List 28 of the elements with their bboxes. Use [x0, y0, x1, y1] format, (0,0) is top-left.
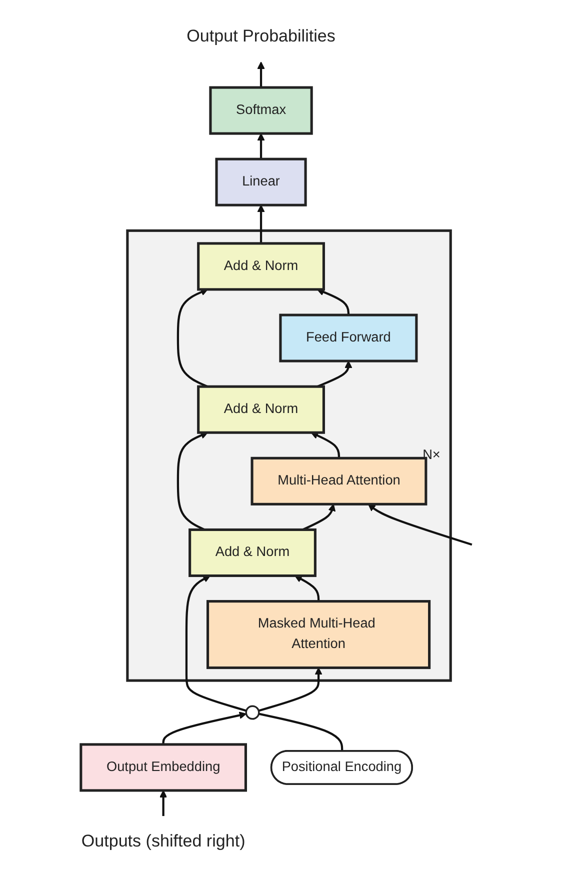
arrow: [258, 667, 322, 712]
node-text: Outputs (shifted right): [80, 832, 245, 851]
node-box: Add & Norm: [196, 385, 325, 434]
node-box: Masked Multi-Head Attention: [206, 600, 430, 670]
node-box: Multi-Head Attention: [250, 456, 427, 506]
arrow: [310, 432, 340, 458]
arrow: [159, 790, 167, 816]
node-box: Feed Forward: [278, 314, 418, 362]
connector: [258, 712, 343, 752]
arrow: [256, 133, 264, 160]
arrow: [256, 204, 264, 244]
node-box: Linear: [214, 158, 306, 206]
arrow: [184, 575, 246, 712]
arrow: [316, 288, 350, 316]
node-box: Add & Norm: [188, 528, 316, 578]
arrow: [368, 504, 472, 546]
node-circle: [244, 705, 260, 720]
node-box: Output Embedding: [79, 743, 247, 792]
arrow: [162, 712, 246, 744]
arrow: [316, 360, 352, 388]
node-box: Softmax: [208, 86, 312, 135]
node-box: Add & Norm: [196, 242, 325, 291]
node-text: Output Probabilities: [186, 27, 335, 46]
arrow: [176, 432, 208, 531]
arrow: [294, 575, 320, 602]
arrow: [302, 504, 336, 531]
arrow: [256, 62, 264, 88]
arrow: [176, 288, 208, 388]
